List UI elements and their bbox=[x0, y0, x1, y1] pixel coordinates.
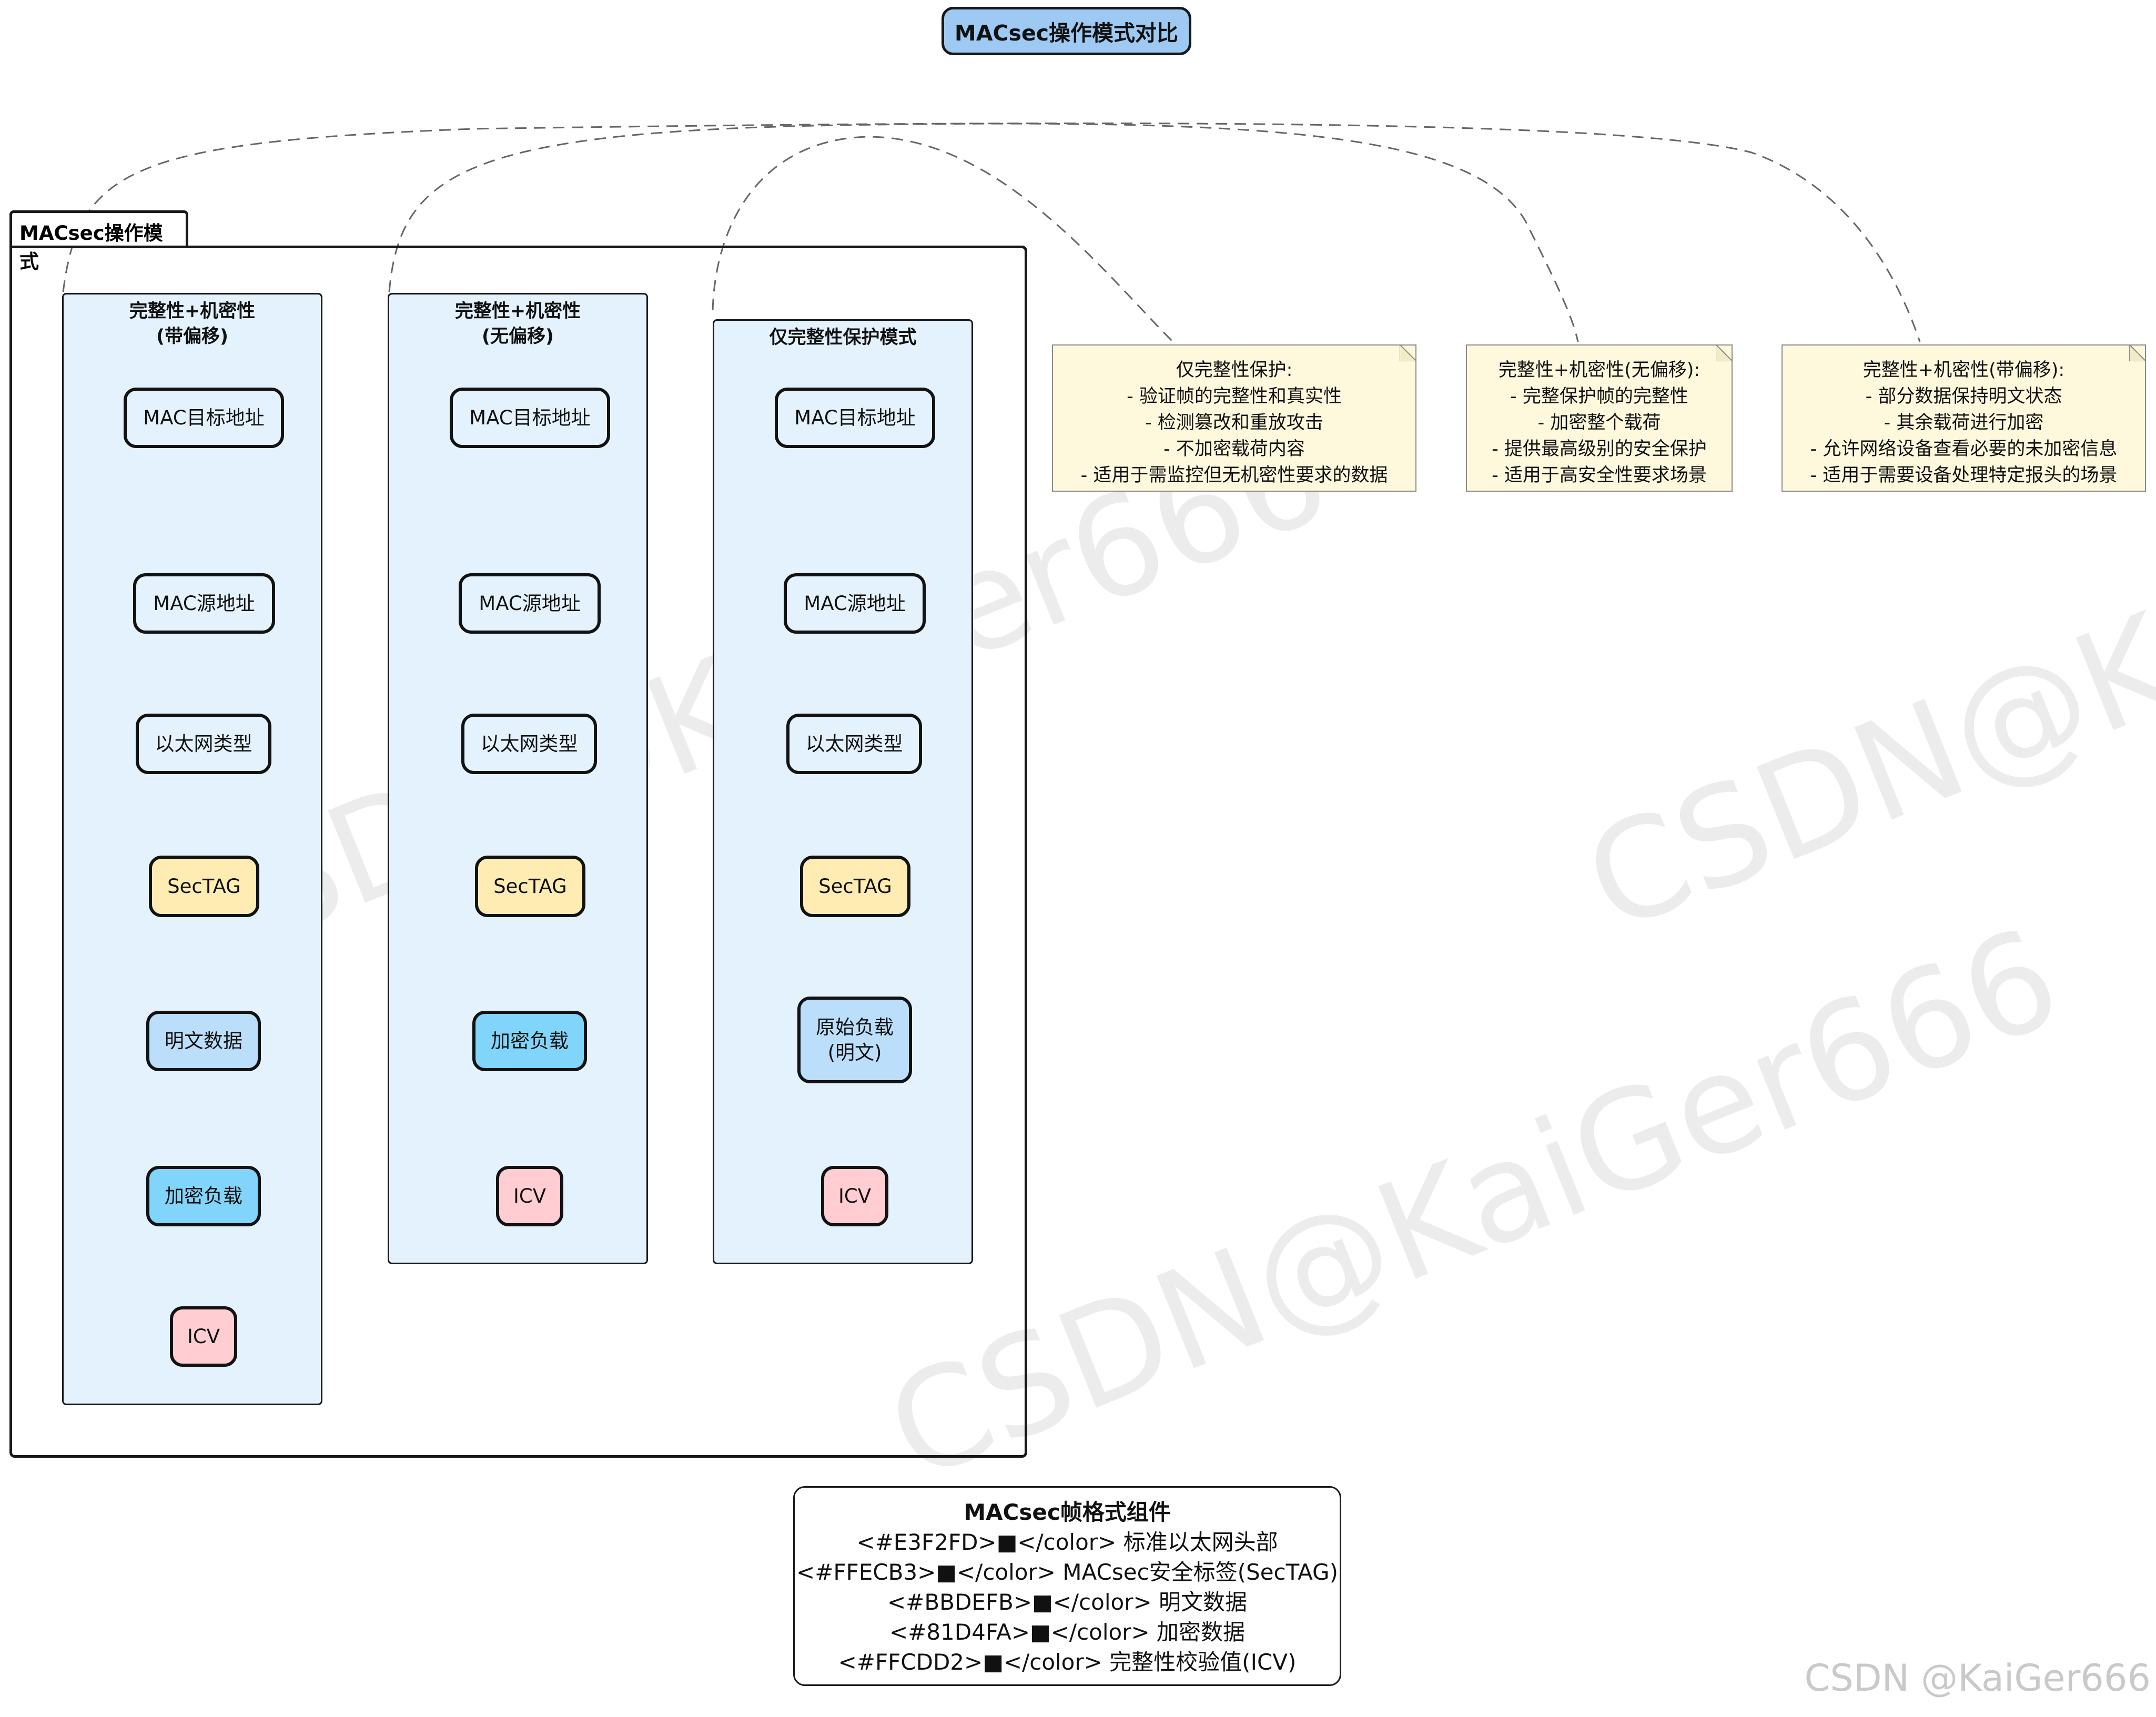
package-label: MACsec操作模式 bbox=[9, 210, 188, 273]
note-integrity-only: 仅完整性保护: - 验证帧的完整性和真实性 - 检测篡改和重放攻击 - 不加密载… bbox=[1052, 344, 1416, 492]
note-offset: 完整性+机密性(带偏移): - 部分数据保持明文状态 - 其余载荷进行加密 - … bbox=[1782, 344, 2146, 492]
node-mac-dest: MAC目标地址 bbox=[775, 388, 935, 448]
note-line: - 检测篡改和重放攻击 bbox=[1145, 412, 1323, 433]
lane-offset-title-line1: 完整性+机密性 bbox=[129, 301, 256, 322]
lane-integrity-only-title: 仅完整性保护模式 bbox=[714, 325, 971, 350]
legend-item: <#BBDEFB>■</color> 明文数据 bbox=[887, 1589, 1248, 1615]
lane-no-offset-title: 完整性+机密性 (无偏移) bbox=[389, 299, 646, 349]
lane-no-offset-title-line1: 完整性+机密性 bbox=[454, 301, 581, 322]
note-line: 完整性+机密性(无偏移): bbox=[1498, 360, 1700, 381]
lane-offset: 完整性+机密性 (带偏移) bbox=[62, 293, 322, 1405]
note-line: - 适用于需要设备处理特定报头的场景 bbox=[1810, 465, 2118, 486]
node-icv: ICV bbox=[496, 1166, 563, 1226]
node-sectag: SecTAG bbox=[475, 856, 585, 917]
note-fold-icon bbox=[2129, 344, 2146, 361]
node-mac-dest: MAC目标地址 bbox=[450, 388, 610, 448]
node-icv: ICV bbox=[821, 1166, 888, 1226]
note-line: - 完整保护帧的完整性 bbox=[1510, 386, 1688, 407]
lane-no-offset-title-line2: (无偏移) bbox=[482, 326, 554, 347]
node-encrypted-payload: 加密负载 bbox=[472, 1011, 587, 1071]
node-raw-payload-line2: (明文) bbox=[827, 1041, 882, 1064]
node-sectag: SecTAG bbox=[800, 856, 910, 917]
note-line: 仅完整性保护: bbox=[1176, 360, 1293, 381]
credit-watermark: CSDN @KaiGer666 bbox=[1804, 1657, 2151, 1700]
note-line: - 部分数据保持明文状态 bbox=[1865, 386, 2062, 407]
node-mac-dest: MAC目标地址 bbox=[124, 388, 284, 448]
note-fold-icon bbox=[1400, 344, 1416, 361]
legend-item: <#FFCDD2>■</color> 完整性校验值(ICV) bbox=[838, 1649, 1297, 1675]
note-line: 完整性+机密性(带偏移): bbox=[1863, 360, 2065, 381]
lane-offset-title: 完整性+机密性 (带偏移) bbox=[64, 299, 321, 349]
note-line: - 适用于高安全性要求场景 bbox=[1492, 465, 1707, 486]
diagram-title: MACsec操作模式对比 bbox=[942, 7, 1191, 55]
note-line: - 提供最高级别的安全保护 bbox=[1492, 439, 1707, 460]
lane-offset-title-line2: (带偏移) bbox=[156, 326, 228, 347]
legend: MACsec帧格式组件 <#E3F2FD>■</color> 标准以太网头部 <… bbox=[793, 1486, 1341, 1686]
node-ethertype: 以太网类型 bbox=[136, 714, 271, 774]
node-raw-payload: 原始负载 (明文) bbox=[797, 997, 912, 1083]
node-mac-src: MAC源地址 bbox=[459, 573, 601, 634]
node-ethertype: 以太网类型 bbox=[461, 714, 597, 774]
legend-item: <#FFECB3>■</color> MACsec安全标签(SecTAG) bbox=[796, 1559, 1338, 1585]
note-connector-no-offset bbox=[388, 123, 1579, 342]
node-plaintext: 明文数据 bbox=[146, 1011, 261, 1071]
note-connector-integrity bbox=[712, 136, 1174, 343]
note-line: - 其余载荷进行加密 bbox=[1884, 412, 2044, 433]
legend-item: <#81D4FA>■</color> 加密数据 bbox=[889, 1619, 1246, 1645]
node-icv: ICV bbox=[170, 1306, 237, 1367]
note-no-offset: 完整性+机密性(无偏移): - 完整保护帧的完整性 - 加密整个载荷 - 提供最… bbox=[1466, 344, 1733, 492]
note-line: - 允许网络设备查看必要的未加密信息 bbox=[1810, 439, 2118, 460]
note-fold-icon bbox=[1716, 344, 1733, 361]
node-encrypted-payload: 加密负载 bbox=[146, 1166, 261, 1226]
node-mac-src: MAC源地址 bbox=[784, 573, 926, 634]
note-line: - 加密整个载荷 bbox=[1537, 412, 1661, 433]
lane-integrity-only: 仅完整性保护模式 bbox=[713, 319, 973, 1264]
node-raw-payload-line1: 原始负载 bbox=[816, 1015, 894, 1039]
package-frame bbox=[9, 246, 1027, 1458]
legend-title: MACsec帧格式组件 bbox=[964, 1499, 1171, 1525]
note-connector-offset bbox=[62, 122, 1921, 342]
note-line: - 适用于需监控但无机密性要求的数据 bbox=[1080, 465, 1388, 486]
node-ethertype: 以太网类型 bbox=[786, 714, 922, 774]
legend-item: <#E3F2FD>■</color> 标准以太网头部 bbox=[856, 1529, 1278, 1555]
note-line: - 不加密载荷内容 bbox=[1163, 439, 1305, 460]
lane-integrity-only-title-line1: 仅完整性保护模式 bbox=[769, 327, 917, 348]
node-sectag: SecTAG bbox=[149, 856, 259, 917]
lane-no-offset: 完整性+机密性 (无偏移) bbox=[388, 293, 648, 1264]
node-mac-src: MAC源地址 bbox=[133, 573, 275, 634]
note-line: - 验证帧的完整性和真实性 bbox=[1127, 386, 1342, 407]
